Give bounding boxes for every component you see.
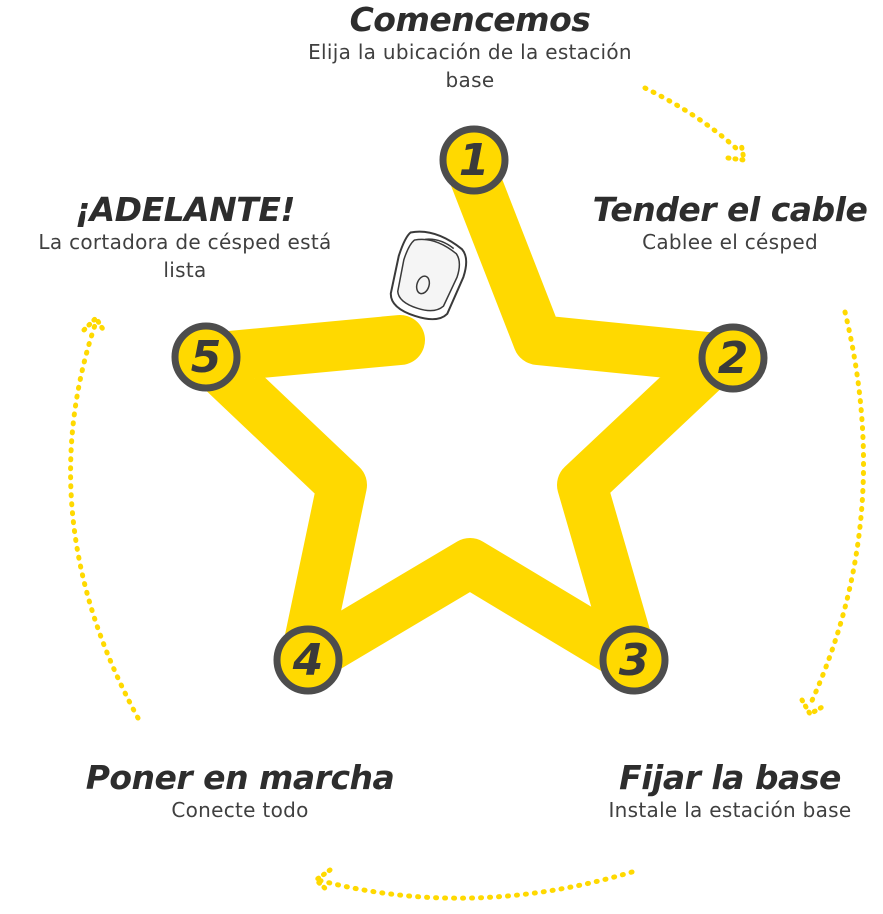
arrow-head-4 bbox=[81, 313, 107, 334]
step-description: Conecte todo bbox=[171, 798, 309, 822]
arrow-step1-to-step2 bbox=[642, 85, 741, 153]
node-circle bbox=[171, 322, 241, 392]
step-node-5: 5 bbox=[171, 322, 241, 392]
node-number: 3 bbox=[619, 635, 650, 686]
arrow-head-3 bbox=[312, 867, 333, 894]
node-number: 2 bbox=[718, 333, 749, 384]
cycle-arrows bbox=[68, 85, 867, 901]
arrow-step2-to-step3 bbox=[807, 309, 867, 708]
step-title: Tender el cable bbox=[592, 190, 868, 229]
node-circle bbox=[273, 625, 343, 695]
step-comencemos: Comencemos Elija la ubicación de la esta… bbox=[290, 2, 650, 94]
step-title: ¡ADELANTE! bbox=[75, 190, 295, 229]
node-circle bbox=[698, 323, 768, 393]
node-number: 5 bbox=[191, 332, 222, 383]
step-adelante: ¡ADELANTE! La cortadora de césped está l… bbox=[0, 192, 370, 284]
robotic-mower-icon bbox=[389, 230, 468, 321]
step-description: Instale la estación base bbox=[608, 798, 852, 822]
arrow-head-2 bbox=[799, 697, 827, 718]
node-circle bbox=[599, 625, 669, 695]
step-node-2: 2 bbox=[698, 323, 768, 393]
node-circle bbox=[439, 125, 509, 195]
arrow-step4-to-step5 bbox=[68, 322, 141, 721]
step-node-3: 3 bbox=[599, 625, 669, 695]
step-node-4: 4 bbox=[273, 625, 343, 695]
step-description: La cortadora de césped está lista bbox=[38, 230, 332, 282]
step-description: Elija la ubicación de la estación base bbox=[308, 40, 632, 92]
arrow-head-1 bbox=[725, 140, 748, 163]
node-number: 1 bbox=[459, 135, 490, 186]
step-title: Fijar la base bbox=[619, 758, 841, 797]
step-title: Comencemos bbox=[349, 0, 591, 39]
step-description: Cablee el césped bbox=[642, 230, 818, 254]
step-fijar-la-base: Fijar la base Instale la estación base bbox=[560, 760, 883, 824]
step-nodes: 1 2 3 4 5 bbox=[171, 125, 768, 695]
node-number: 4 bbox=[292, 635, 324, 686]
step-title: Poner en marcha bbox=[85, 758, 395, 797]
star-path bbox=[183, 138, 742, 686]
arrow-step3-to-step4 bbox=[315, 869, 635, 901]
step-tender-el-cable: Tender el cable Cablee el césped bbox=[560, 192, 883, 256]
step-poner-en-marcha: Poner en marcha Conecte todo bbox=[50, 760, 430, 824]
step-node-1: 1 bbox=[439, 125, 509, 195]
